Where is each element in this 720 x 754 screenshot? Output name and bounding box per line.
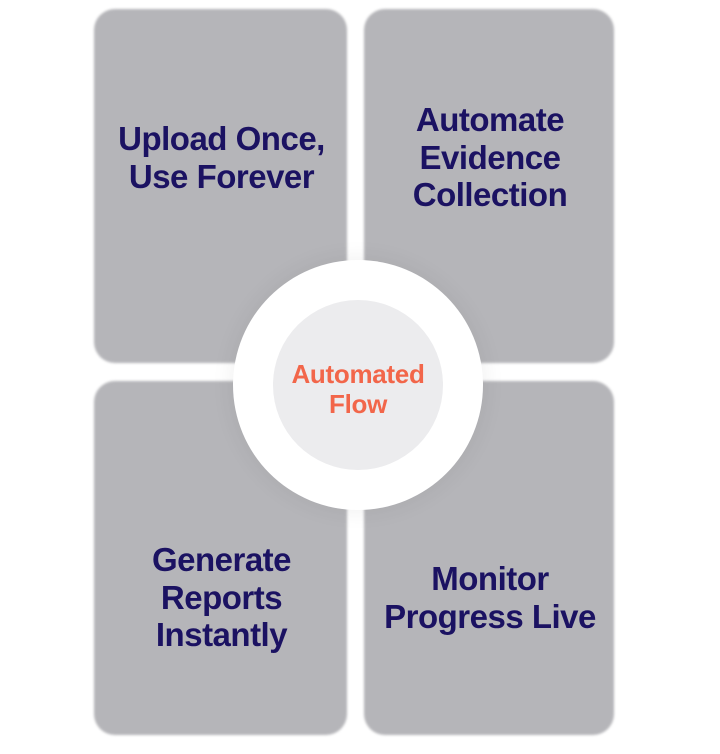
- card-monitor-label: Monitor Progress Live: [384, 559, 596, 635]
- card-reports-label: Generate Reports Instantly: [151, 541, 292, 654]
- automated-flow-badge: Automated Flow: [233, 260, 483, 510]
- automated-flow-label: Automated Flow: [291, 358, 425, 419]
- card-automate-evidence-collection: Automate Evidence Collection: [367, 13, 613, 360]
- card-upload-once-use-forever: Upload Once, Use Forever: [97, 13, 346, 360]
- card-generate-reports-instantly: Generate Reports Instantly: [97, 385, 346, 732]
- card-upload-label: Upload Once, Use Forever: [118, 119, 325, 195]
- card-evidence-label: Automate Evidence Collection: [412, 101, 568, 214]
- automated-flow-inner-circle: Automated Flow: [273, 300, 443, 470]
- feature-card-grid: Upload Once, Use Forever Automate Eviden…: [97, 13, 613, 732]
